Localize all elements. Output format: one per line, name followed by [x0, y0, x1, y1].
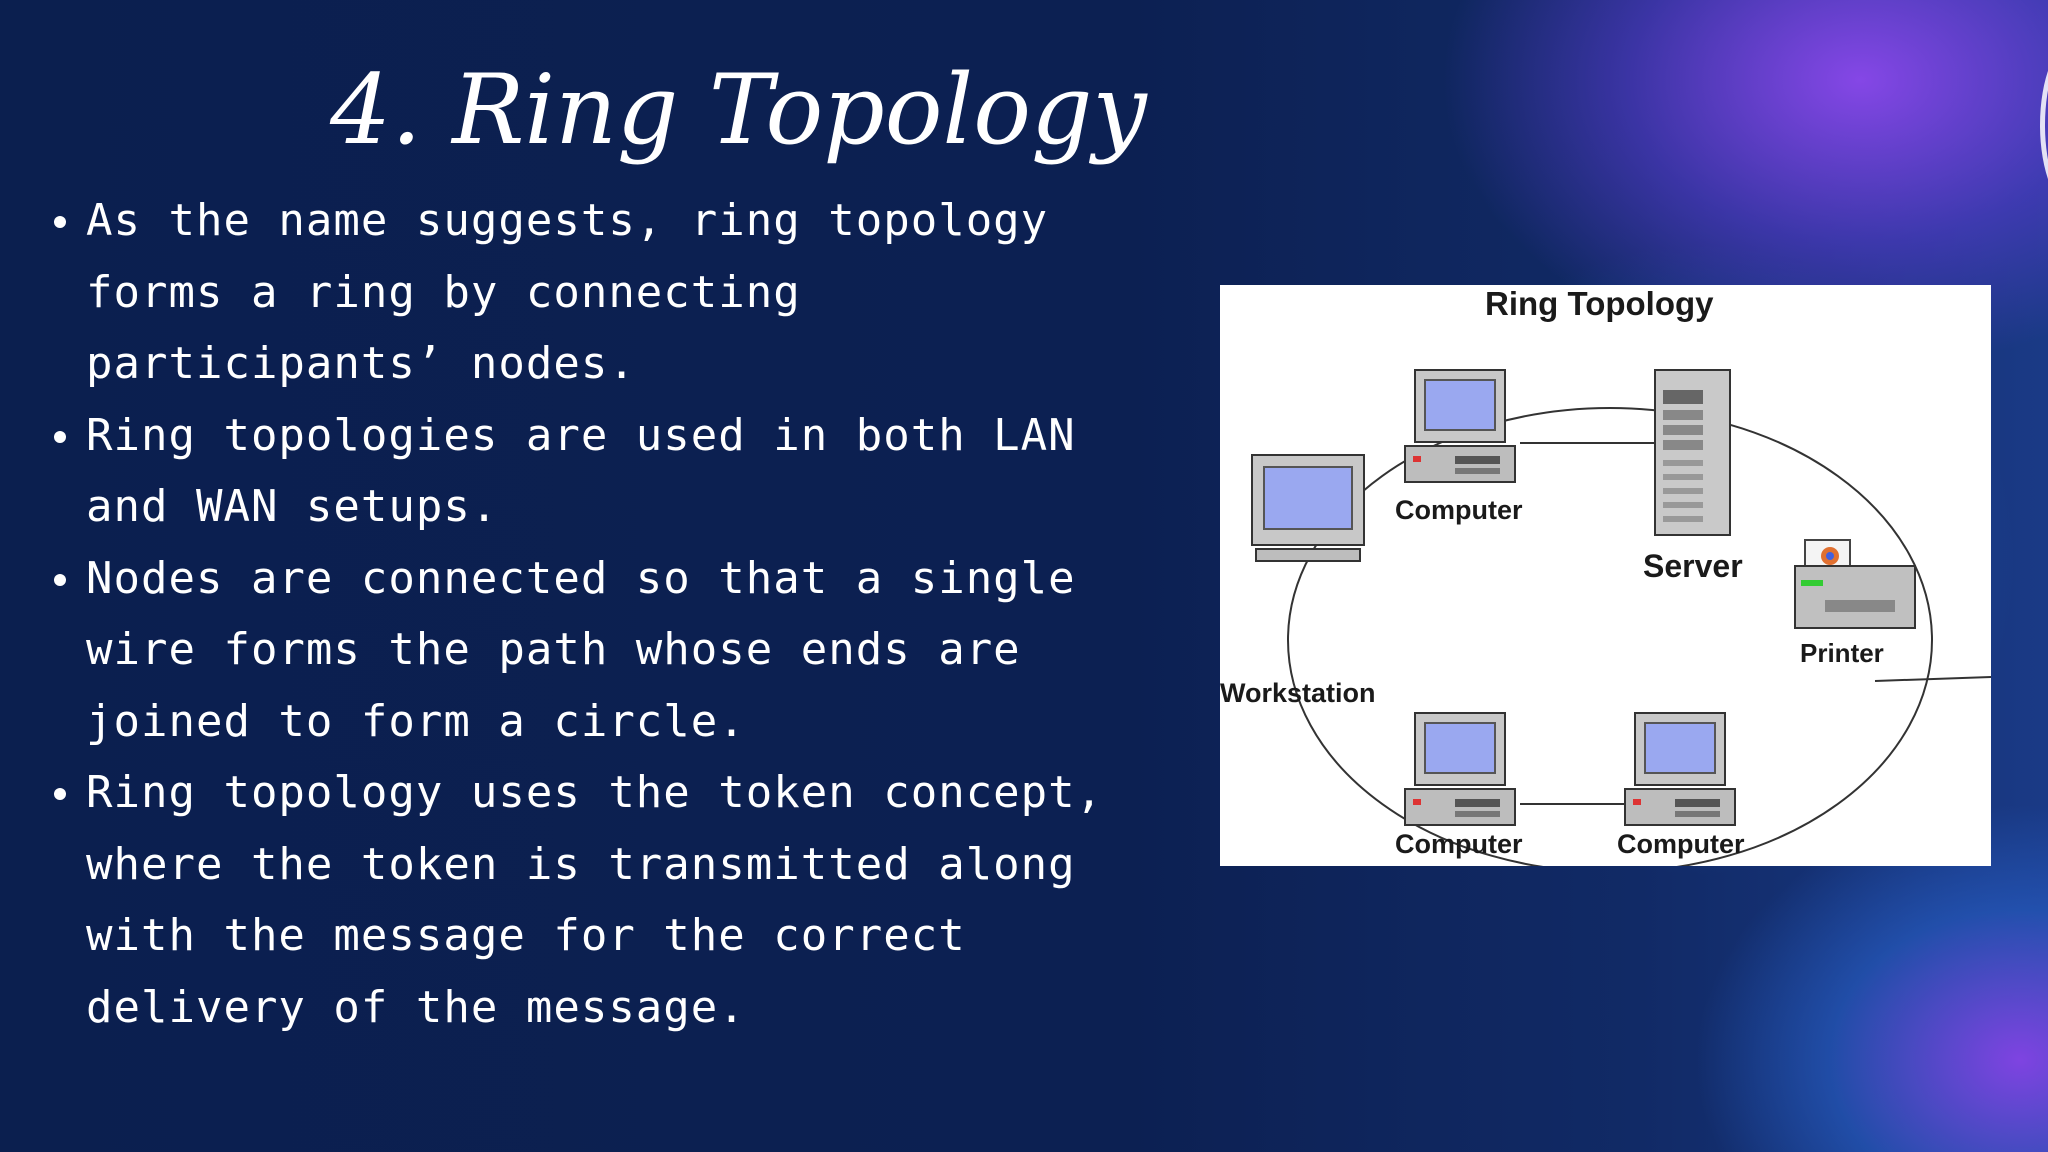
- ring-topology-diagram: Ring Topology Computer Server Printer Wo…: [1220, 285, 1991, 866]
- bullet-text: Ring topologies are used in both LAN and…: [86, 409, 1076, 533]
- diagram-canvas: [1251, 369, 1991, 866]
- computer-icon: [1624, 712, 1736, 826]
- bullet-dot-icon: [54, 216, 66, 228]
- bullet-text: Nodes are connected so that a single wir…: [86, 552, 1076, 747]
- bullet-item: Ring topologies are used in both LAN and…: [48, 400, 1178, 543]
- printer-label: Printer: [1800, 638, 1884, 668]
- workstation-label: Workstation: [1220, 678, 1376, 708]
- computer-label: Computer: [1395, 495, 1523, 525]
- computer-icon: [1404, 712, 1516, 826]
- bullet-dot-icon: [54, 573, 66, 586]
- bullet-text: As the name suggests, ring topology form…: [86, 195, 1049, 389]
- bullet-text: Ring topology uses the token concept, wh…: [86, 767, 1104, 1033]
- ring-cable: [1287, 407, 1933, 866]
- bullet-dot-icon: [54, 788, 66, 800]
- external-link-line: [1874, 676, 1991, 682]
- workstation-icon: [1251, 454, 1365, 562]
- diagram-title: Ring Topology: [1485, 285, 1714, 322]
- computer-icon: [1404, 369, 1516, 483]
- bullet-item: As the name suggests, ring topology form…: [48, 185, 1178, 400]
- computer-label: Computer: [1617, 829, 1745, 859]
- slide-title: 4. Ring Topology: [330, 54, 1147, 166]
- bullet-list: As the name suggests, ring topology form…: [48, 185, 1178, 1043]
- computer-label: Computer: [1395, 829, 1523, 859]
- bullet-dot-icon: [54, 430, 66, 443]
- server-icon: [1654, 369, 1731, 536]
- bullet-item: Nodes are connected so that a single wir…: [48, 543, 1178, 758]
- printer-icon: [1794, 539, 1916, 629]
- server-label: Server: [1643, 548, 1743, 584]
- bullet-item: Ring topology uses the token concept, wh…: [48, 757, 1178, 1043]
